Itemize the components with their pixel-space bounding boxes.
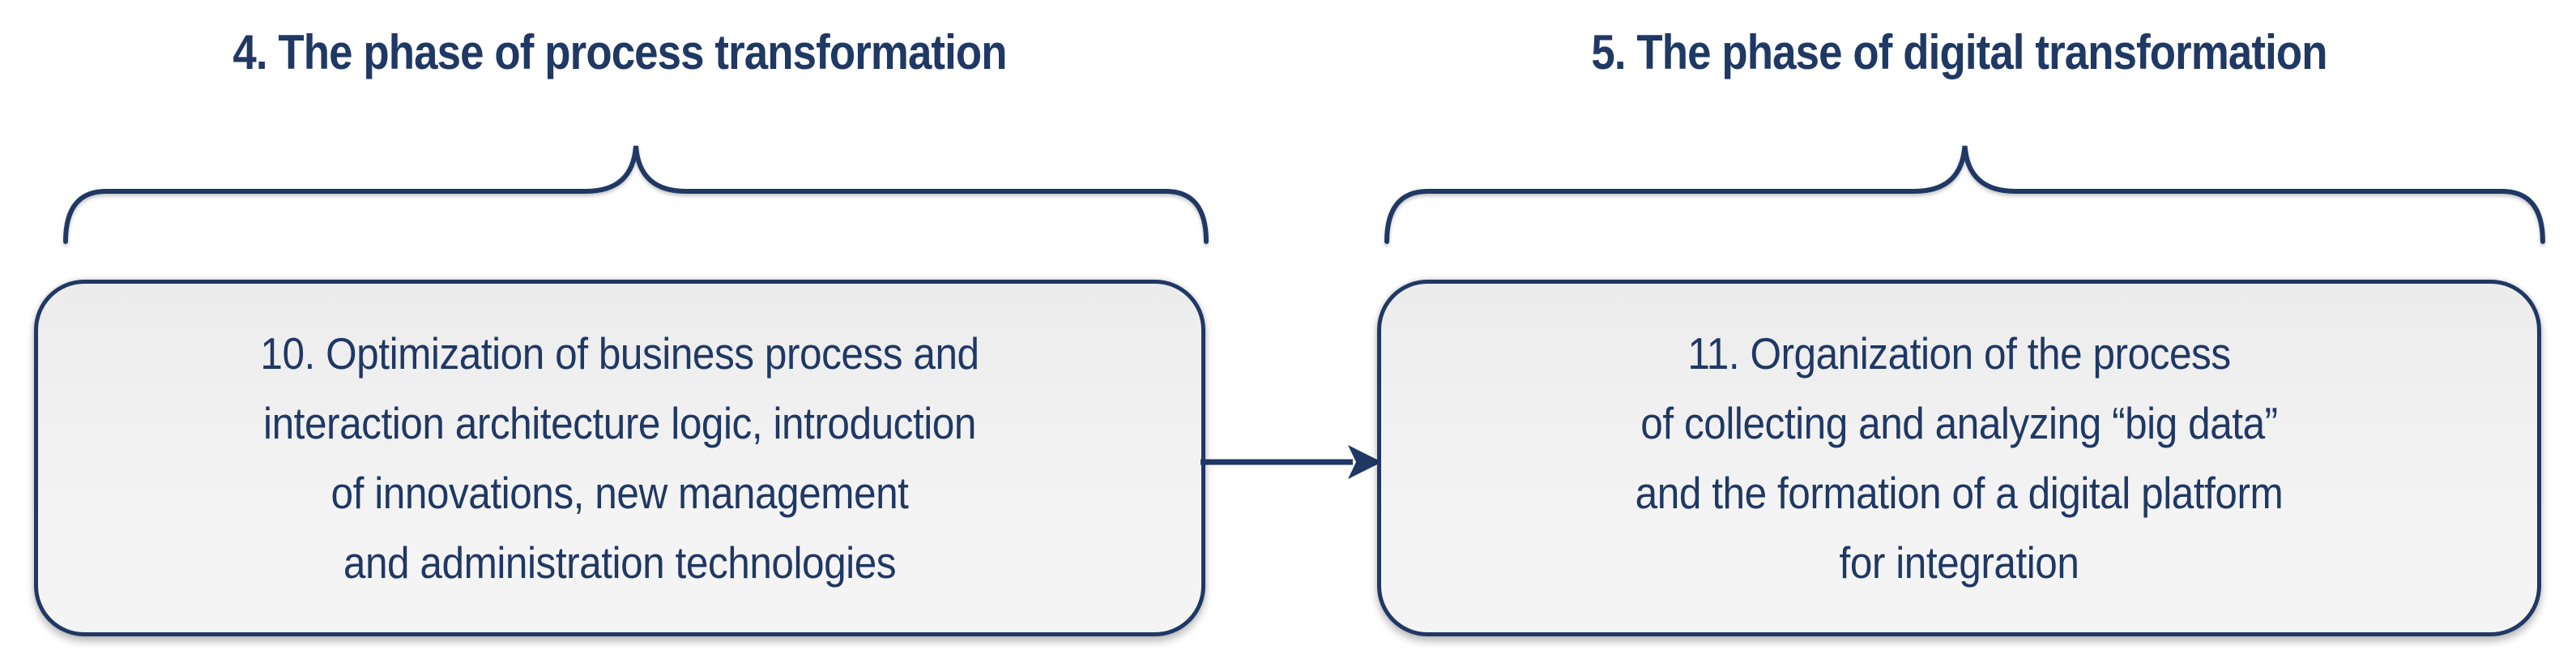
- process-transformation-box-label: 10. Optimization of business process and…: [260, 328, 979, 588]
- phase-title-process-transformation: 4. The phase of process transformation: [232, 25, 1007, 79]
- digital-transformation-box: 11. Organization of the process of colle…: [1377, 280, 2541, 636]
- curly-brace-up-icon: [1384, 145, 2545, 244]
- phase-title-digital-transformation: 5. The phase of digital transformation: [1591, 25, 2327, 79]
- digital-transformation-box-label: 11. Organization of the process of colle…: [1635, 328, 2284, 588]
- arrow-right-icon: [1201, 445, 1382, 479]
- curly-brace-up-icon: [62, 145, 1209, 244]
- process-transformation-box: 10. Optimization of business process and…: [34, 280, 1205, 636]
